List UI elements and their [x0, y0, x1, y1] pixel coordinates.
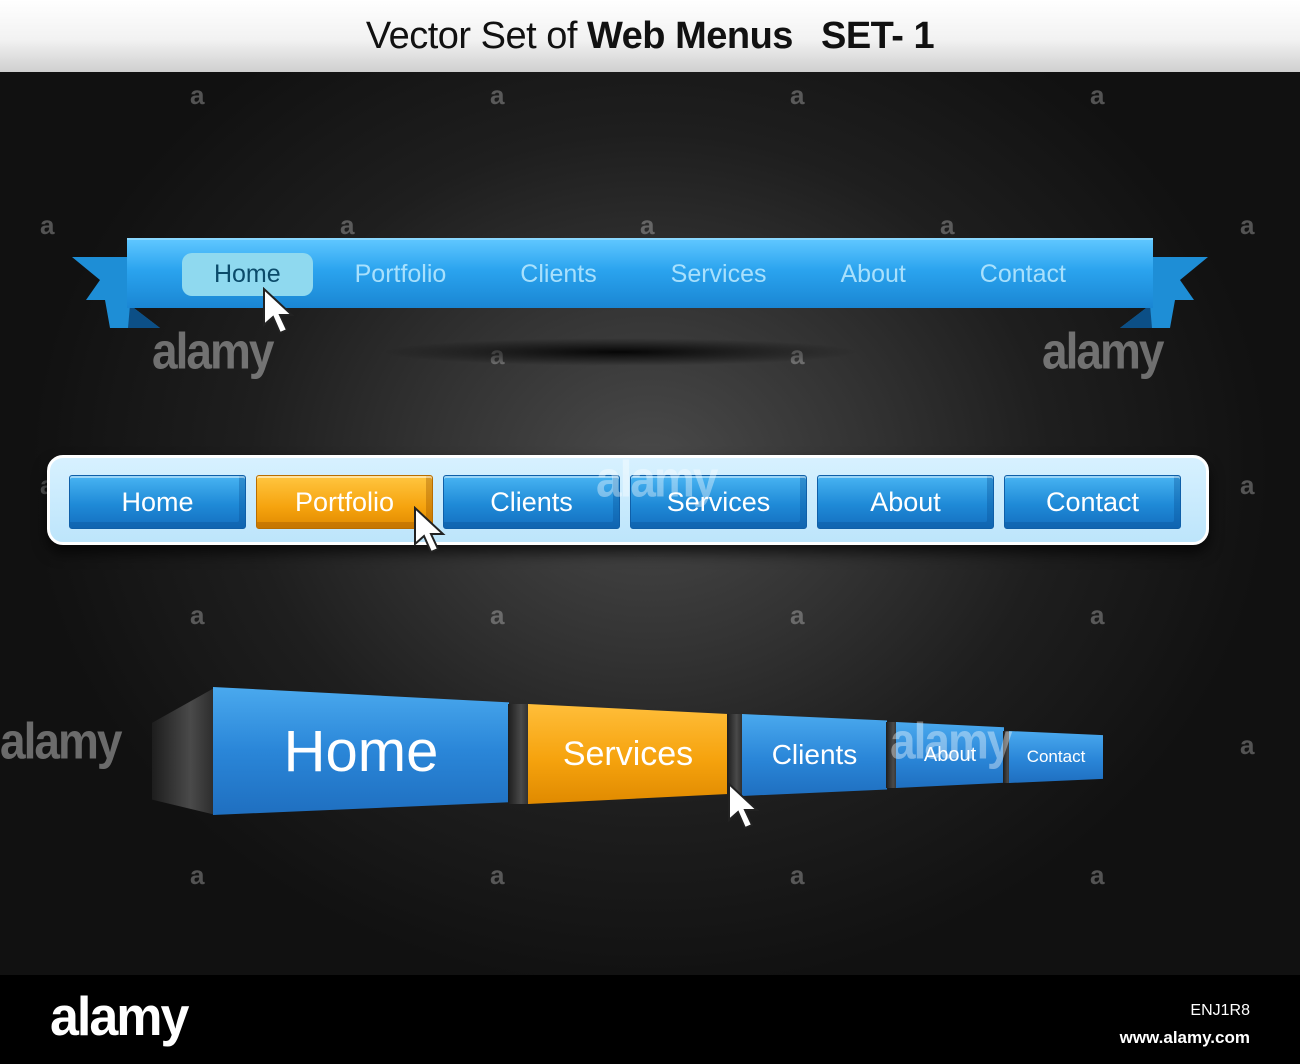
ribbon-item-about[interactable]: About	[840, 259, 906, 288]
watermark-letter: a	[40, 210, 55, 240]
watermark-letter: a	[790, 600, 805, 630]
title-prefix: Vector Set of	[365, 14, 578, 57]
button-menu-contact[interactable]: Contact	[1004, 475, 1181, 529]
block-menu-gap	[727, 714, 743, 796]
footer-logo: alamy	[50, 986, 189, 1048]
watermark-letter: a	[940, 210, 955, 240]
block-menu-about[interactable]: About	[896, 722, 1004, 788]
ribbon-menu-items: Home Portfolio Clients Services About Co…	[127, 246, 1153, 302]
watermark-word: alamy	[0, 712, 122, 770]
watermark-word: alamy	[890, 712, 1012, 770]
watermark-letter: a	[1090, 80, 1105, 110]
canvas: Vector Set of Web Menus SET- 1 a a a a a a a a a…	[0, 0, 1300, 975]
button-menu-frame: Home Portfolio Clients Services About Co…	[47, 455, 1209, 545]
watermark-letter: a	[490, 860, 505, 890]
ribbon-shadow	[380, 338, 860, 366]
watermark-letter: a	[490, 600, 505, 630]
watermark-letter: a	[190, 80, 205, 110]
button-menu-home[interactable]: Home	[69, 475, 246, 529]
watermark-letter: a	[190, 600, 205, 630]
ribbon-menu: Home Portfolio Clients Services About Co…	[127, 238, 1153, 308]
watermark-letter: a	[490, 80, 505, 110]
footer-info: ENJ1R8 www.alamy.com	[1120, 998, 1250, 1051]
block-menu-gap	[886, 722, 898, 788]
button-menu-services[interactable]: Services	[630, 475, 807, 529]
block-menu-home[interactable]: Home	[213, 687, 509, 815]
ribbon-item-portfolio[interactable]: Portfolio	[354, 259, 447, 288]
button-menu-about[interactable]: About	[817, 475, 994, 529]
title-bold: Web Menus	[586, 14, 793, 57]
page-title: Vector Set of Web Menus SET- 1	[365, 14, 935, 58]
watermark-word: alamy	[1042, 322, 1164, 380]
arrow-cursor-icon	[728, 782, 760, 830]
watermark-letter: a	[1240, 730, 1255, 760]
watermark-letter: a	[790, 860, 805, 890]
watermark-letter: a	[340, 210, 355, 240]
arrow-cursor-icon	[263, 287, 295, 335]
ribbon-item-clients[interactable]: Clients	[520, 259, 597, 288]
title-bar: Vector Set of Web Menus SET- 1	[0, 0, 1300, 72]
block-menu-gap	[1003, 731, 1011, 783]
ribbon-item-services[interactable]: Services	[670, 259, 767, 288]
ribbon-item-contact[interactable]: Contact	[979, 259, 1066, 288]
watermark-letter: a	[190, 860, 205, 890]
footer-url[interactable]: www.alamy.com	[1119, 1027, 1250, 1047]
watermark-letter: a	[790, 80, 805, 110]
watermark-word: alamy	[152, 322, 274, 380]
footer-image-id: ENJ1R8	[1190, 1002, 1250, 1019]
button-menu-clients[interactable]: Clients	[443, 475, 620, 529]
block-menu-contact[interactable]: Contact	[1009, 731, 1103, 783]
watermark-letter: a	[1240, 210, 1255, 240]
watermark-letter: a	[1240, 470, 1255, 500]
ribbon-right-tail	[1120, 257, 1208, 328]
watermark-word: alamy	[596, 450, 718, 508]
block-menu-services[interactable]: Services	[528, 704, 728, 804]
block-menu-side	[152, 687, 216, 815]
block-menu-gap	[508, 704, 530, 804]
ribbon-left-tail	[72, 257, 160, 328]
ribbon-item-home[interactable]: Home	[181, 252, 313, 296]
watermark-letter: a	[1090, 600, 1105, 630]
arrow-cursor-icon	[414, 506, 446, 554]
watermark-letter: a	[1090, 860, 1105, 890]
block-menu-clients[interactable]: Clients	[742, 714, 887, 796]
button-menu-portfolio[interactable]: Portfolio	[256, 475, 433, 529]
watermark-letter: a	[640, 210, 655, 240]
title-set: SET- 1	[820, 14, 935, 57]
